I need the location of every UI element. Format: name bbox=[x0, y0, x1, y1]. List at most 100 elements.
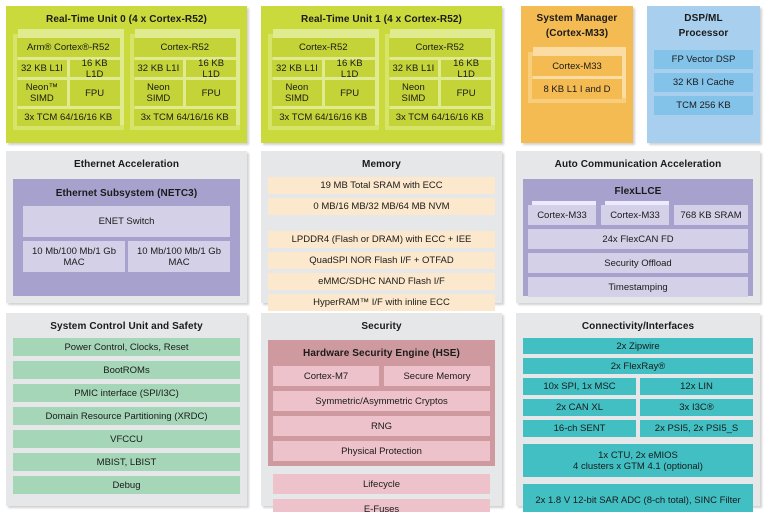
flexcan-fd: 24x FlexCAN FD bbox=[528, 229, 748, 249]
rtu0-title: Real-Time Unit 0 (4 x Cortex-R52) bbox=[46, 14, 207, 25]
flexllce-title: FlexLLCE bbox=[614, 186, 662, 197]
dsp-item-i-cache: 32 KB I Cache bbox=[654, 73, 753, 92]
conn-flexray: 2x FlexRay® bbox=[523, 358, 753, 374]
enet-switch: ENET Switch bbox=[23, 206, 230, 237]
core-l1d: 16 KB L1D bbox=[69, 58, 120, 80]
core-fpu: FPU bbox=[69, 80, 120, 106]
scu-item-debug: Debug bbox=[13, 476, 240, 494]
core-tcm: 3x TCM 64/16/16 KB bbox=[17, 109, 120, 126]
core-name: Cortex-R52 bbox=[272, 38, 375, 57]
hse-core: Cortex-M7 bbox=[273, 366, 379, 386]
scu-title: System Control Unit and Safety bbox=[50, 321, 203, 332]
conn-timers-line1: 1x CTU, 2x eMIOS bbox=[598, 449, 678, 461]
hse-rng: RNG bbox=[273, 416, 490, 436]
panel-rtu0: Real-Time Unit 0 (4 x Cortex-R52) Arm® C… bbox=[6, 6, 247, 143]
core-l1i: 32 KB L1I bbox=[272, 60, 322, 77]
conn-spi-msc: 10x SPI, 1x MSC bbox=[523, 378, 636, 395]
core-fpu: FPU bbox=[324, 80, 375, 106]
flexllce-core-1: Cortex-M33 bbox=[601, 205, 669, 225]
flexllce-core-0: Cortex-M33 bbox=[528, 205, 596, 225]
conn-sent: 16-ch SENT bbox=[523, 420, 636, 437]
scu-item-vfccu: VFCCU bbox=[13, 430, 240, 448]
scu-item-xrdc: Domain Resource Partitioning (XRDC) bbox=[13, 407, 240, 425]
enet-mac-right: 10 Mb/100 Mb/1 Gb MAC bbox=[128, 241, 230, 272]
core-l1i: 32 KB L1I bbox=[17, 60, 67, 77]
scu-item-pmic-interface: PMIC interface (SPI/I3C) bbox=[13, 384, 240, 402]
flexllce-core-label: Cortex-M33 bbox=[601, 205, 669, 225]
conn-zipwire: 2x Zipwire bbox=[523, 338, 753, 354]
hse-cryptos: Symmetric/Asymmetric Cryptos bbox=[273, 391, 490, 411]
scu-item-power-control: Power Control, Clocks, Reset bbox=[13, 338, 240, 356]
core-tcm: 3x TCM 64/16/16 KB bbox=[272, 109, 375, 126]
system-manager-title-line2: (Cortex-M33) bbox=[545, 28, 609, 39]
memory-title: Memory bbox=[362, 159, 401, 170]
memory-emmc: eMMC/SDHC NAND Flash I/F bbox=[268, 273, 495, 290]
flexllce-core-label: Cortex-M33 bbox=[528, 205, 596, 225]
panel-system-manager: System Manager (Cortex-M33) Cortex-M33 8… bbox=[521, 6, 633, 143]
security-offload: Security Offload bbox=[528, 253, 748, 273]
system-manager-cache: 8 KB L1 I and D bbox=[532, 79, 622, 99]
core-name: Cortex-R52 bbox=[133, 38, 236, 57]
core-l1i: 32 KB L1I bbox=[133, 60, 184, 77]
core-simd: Neon SIMD bbox=[272, 80, 322, 106]
conn-timers-line2: 4 clusters x GTM 4.1 (optional) bbox=[573, 460, 703, 472]
rtu1-core-1: Cortex-R52 32 KB L1I 16 KB L1D Neon SIMD… bbox=[384, 29, 495, 130]
core-l1d: 16 KB L1D bbox=[324, 58, 375, 80]
conn-timers: 1x CTU, 2x eMIOS 4 clusters x GTM 4.1 (o… bbox=[523, 444, 753, 477]
dsp-title-line1: DSP/ML bbox=[684, 13, 723, 24]
core-l1i: 32 KB L1I bbox=[388, 60, 439, 77]
panel-auto-communication-acceleration: Auto Communication Acceleration FlexLLCE… bbox=[516, 151, 760, 303]
core-l1d: 16 KB L1D bbox=[186, 58, 236, 80]
rtu0-core-0: Arm® Cortex®-R52 32 KB L1I 16 KB L1D Neo… bbox=[13, 29, 124, 130]
conn-adc: 2x 1.8 V 12-bit SAR ADC (8-ch total), SI… bbox=[523, 484, 753, 512]
enet-mac-left: 10 Mb/100 Mb/1 Gb MAC bbox=[23, 241, 125, 272]
panel-connectivity-interfaces: Connectivity/Interfaces 2x Zipwire 2x Fl… bbox=[516, 313, 760, 512]
scu-item-mbist-lbist: MBIST, LBIST bbox=[13, 453, 240, 471]
core-l1d: 16 KB L1D bbox=[441, 58, 491, 80]
memory-nvm: 0 MB/16 MB/32 MB/64 MB NVM bbox=[268, 198, 495, 215]
system-manager-core-group: Cortex-M33 8 KB L1 I and D bbox=[528, 47, 626, 103]
core-fpu: FPU bbox=[186, 80, 236, 106]
memory-lpddr4: LPDDR4 (Flash or DRAM) with ECC + IEE bbox=[268, 231, 495, 248]
memory-sram: 19 MB Total SRAM with ECC bbox=[268, 177, 495, 194]
core-simd: Neon™ SIMD bbox=[17, 80, 67, 106]
hse-title: Hardware Security Engine (HSE) bbox=[303, 348, 460, 359]
flexllce-box: FlexLLCE Cortex-M33 Cortex-M33 768 KB SR… bbox=[523, 179, 753, 297]
system-manager-title-line1: System Manager bbox=[536, 13, 618, 24]
scu-item-bootroms: BootROMs bbox=[13, 361, 240, 379]
rtu1-title: Real-Time Unit 1 (4 x Cortex-R52) bbox=[301, 14, 462, 25]
connectivity-title: Connectivity/Interfaces bbox=[581, 321, 695, 332]
core-simd: Neon SIMD bbox=[133, 80, 184, 106]
panel-security: Security Hardware Security Engine (HSE) … bbox=[261, 313, 502, 512]
core-name: Cortex-R52 bbox=[388, 38, 491, 57]
hse-physical-protection: Physical Protection bbox=[273, 441, 490, 461]
conn-psi5: 2x PSI5, 2x PSI5_S bbox=[640, 420, 753, 437]
ethernet-subsystem-title: Ethernet Subsystem (NETC3) bbox=[55, 188, 198, 199]
system-manager-core: Cortex-M33 bbox=[532, 56, 622, 76]
dsp-item-tcm: TCM 256 KB bbox=[654, 96, 753, 115]
panel-memory: Memory 19 MB Total SRAM with ECC 0 MB/16… bbox=[261, 151, 502, 311]
core-name: Arm® Cortex®-R52 bbox=[17, 38, 120, 57]
memory-quadspi: QuadSPI NOR Flash I/F + OTFAD bbox=[268, 252, 495, 269]
core-tcm: 3x TCM 64/16/16 KB bbox=[133, 109, 236, 126]
auto-comm-title: Auto Communication Acceleration bbox=[554, 159, 722, 170]
panel-ethernet-acceleration: Ethernet Acceleration Ethernet Subsystem… bbox=[6, 151, 247, 303]
panel-rtu1: Real-Time Unit 1 (4 x Cortex-R52) Cortex… bbox=[261, 6, 502, 143]
security-title: Security bbox=[361, 321, 402, 332]
panel-dsp-ml: DSP/ML Processor FP Vector DSP 32 KB I C… bbox=[647, 6, 760, 143]
flexllce-sram: 768 KB SRAM bbox=[674, 205, 748, 225]
security-efuses: E-Fuses bbox=[273, 499, 490, 512]
core-tcm: 3x TCM 64/16/16 KB bbox=[388, 109, 491, 126]
conn-lin: 12x LIN bbox=[640, 378, 753, 395]
core-fpu: FPU bbox=[441, 80, 491, 106]
conn-can-xl: 2x CAN XL bbox=[523, 399, 636, 416]
dsp-item-fp-vector-dsp: FP Vector DSP bbox=[654, 50, 753, 69]
ethernet-title: Ethernet Acceleration bbox=[73, 159, 180, 170]
rtu1-core-0: Cortex-R52 32 KB L1I 16 KB L1D Neon SIMD… bbox=[268, 29, 379, 130]
timestamping: Timestamping bbox=[528, 277, 748, 297]
conn-i3c: 3x I3C® bbox=[640, 399, 753, 416]
hse-secure-memory: Secure Memory bbox=[384, 366, 490, 386]
ethernet-subsystem: Ethernet Subsystem (NETC3) ENET Switch 1… bbox=[13, 179, 240, 296]
rtu0-core-1: Cortex-R52 32 KB L1I 16 KB L1D Neon SIMD… bbox=[129, 29, 240, 130]
